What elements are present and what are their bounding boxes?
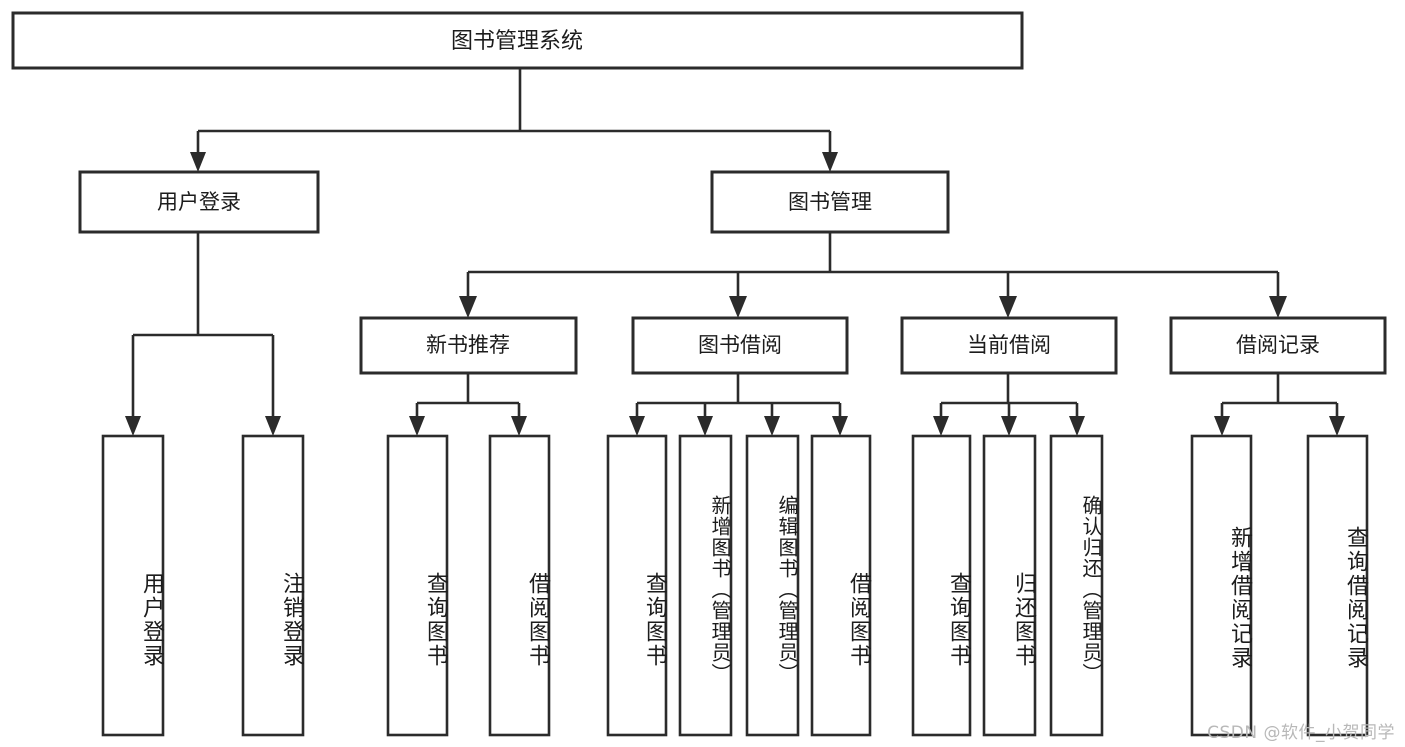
book-borrow-box[interactable] (631, 316, 849, 375)
leaf-box-user-login[interactable] (101, 434, 165, 737)
node-new-book-recommend[interactable]: 新书推荐 (359, 316, 578, 375)
arrow-nbr-leaf-1 (409, 416, 425, 436)
leaf-box-query-book-2[interactable] (606, 434, 668, 737)
leaf-box-confirm-return[interactable] (1049, 434, 1104, 737)
arrow-root-to-book-manage (822, 152, 838, 172)
leaf-box-add-book[interactable] (678, 434, 733, 737)
leaf-boxes (101, 434, 1369, 737)
arrow-bm-to-book-borrow (729, 296, 747, 318)
node-user-login[interactable]: 用户登录 (78, 170, 320, 234)
leaf-box-logout-login[interactable] (241, 434, 305, 737)
book-manage-box[interactable] (710, 170, 950, 234)
user-login-label: 用户登录 (157, 190, 241, 214)
node-book-borrow[interactable]: 图书借阅 (631, 316, 849, 375)
arrow-bm-to-current-borrow (999, 296, 1017, 318)
arrow-user-login-leaf-2 (265, 416, 281, 436)
arrow-br-leaf-1 (1214, 416, 1230, 436)
arrow-bm-to-new-book (459, 296, 477, 318)
connectors (125, 68, 1345, 436)
borrow-record-label: 借阅记录 (1236, 333, 1320, 357)
leaf-box-borrow-book-2[interactable] (810, 434, 872, 737)
arrow-cb-leaf-1 (933, 416, 949, 436)
leaf-box-return-book[interactable] (982, 434, 1037, 737)
current-borrow-label: 当前借阅 (967, 333, 1051, 357)
leaf-box-borrow-book-1[interactable] (488, 434, 551, 737)
new-book-recommend-box[interactable] (359, 316, 578, 375)
arrow-bb-leaf-3 (764, 416, 780, 436)
arrow-bb-leaf-1 (629, 416, 645, 436)
arrow-nbr-leaf-2 (511, 416, 527, 436)
new-book-recommend-label: 新书推荐 (426, 333, 510, 357)
book-borrow-label: 图书借阅 (698, 333, 782, 357)
root-label: 图书管理系统 (451, 29, 583, 54)
node-borrow-record[interactable]: 借阅记录 (1169, 316, 1387, 375)
arrow-bm-to-borrow-record (1269, 296, 1287, 318)
arrow-cb-leaf-2 (1001, 416, 1017, 436)
arrow-br-leaf-2 (1329, 416, 1345, 436)
borrow-record-box[interactable] (1169, 316, 1387, 375)
leaf-box-edit-book[interactable] (745, 434, 800, 737)
arrow-user-login-leaf-1 (125, 416, 141, 436)
book-manage-label: 图书管理 (788, 190, 872, 214)
current-borrow-box[interactable] (900, 316, 1118, 375)
arrow-root-to-user-login (190, 152, 206, 172)
root-box[interactable] (11, 11, 1024, 70)
node-root[interactable]: 图书管理系统 (11, 11, 1024, 70)
leaf-box-query-book-1[interactable] (386, 434, 449, 737)
arrow-bb-leaf-2 (697, 416, 713, 436)
arrow-cb-leaf-3 (1069, 416, 1085, 436)
leaf-box-query-book-3[interactable] (911, 434, 972, 737)
leaf-box-add-record[interactable] (1190, 434, 1253, 737)
user-login-box[interactable] (78, 170, 320, 234)
node-book-manage[interactable]: 图书管理 (710, 170, 950, 234)
csdn-watermark: CSDN @软件_小贺同学 (1207, 723, 1395, 743)
leaf-box-query-record[interactable] (1306, 434, 1369, 737)
node-current-borrow[interactable]: 当前借阅 (900, 316, 1118, 375)
arrow-bb-leaf-4 (832, 416, 848, 436)
